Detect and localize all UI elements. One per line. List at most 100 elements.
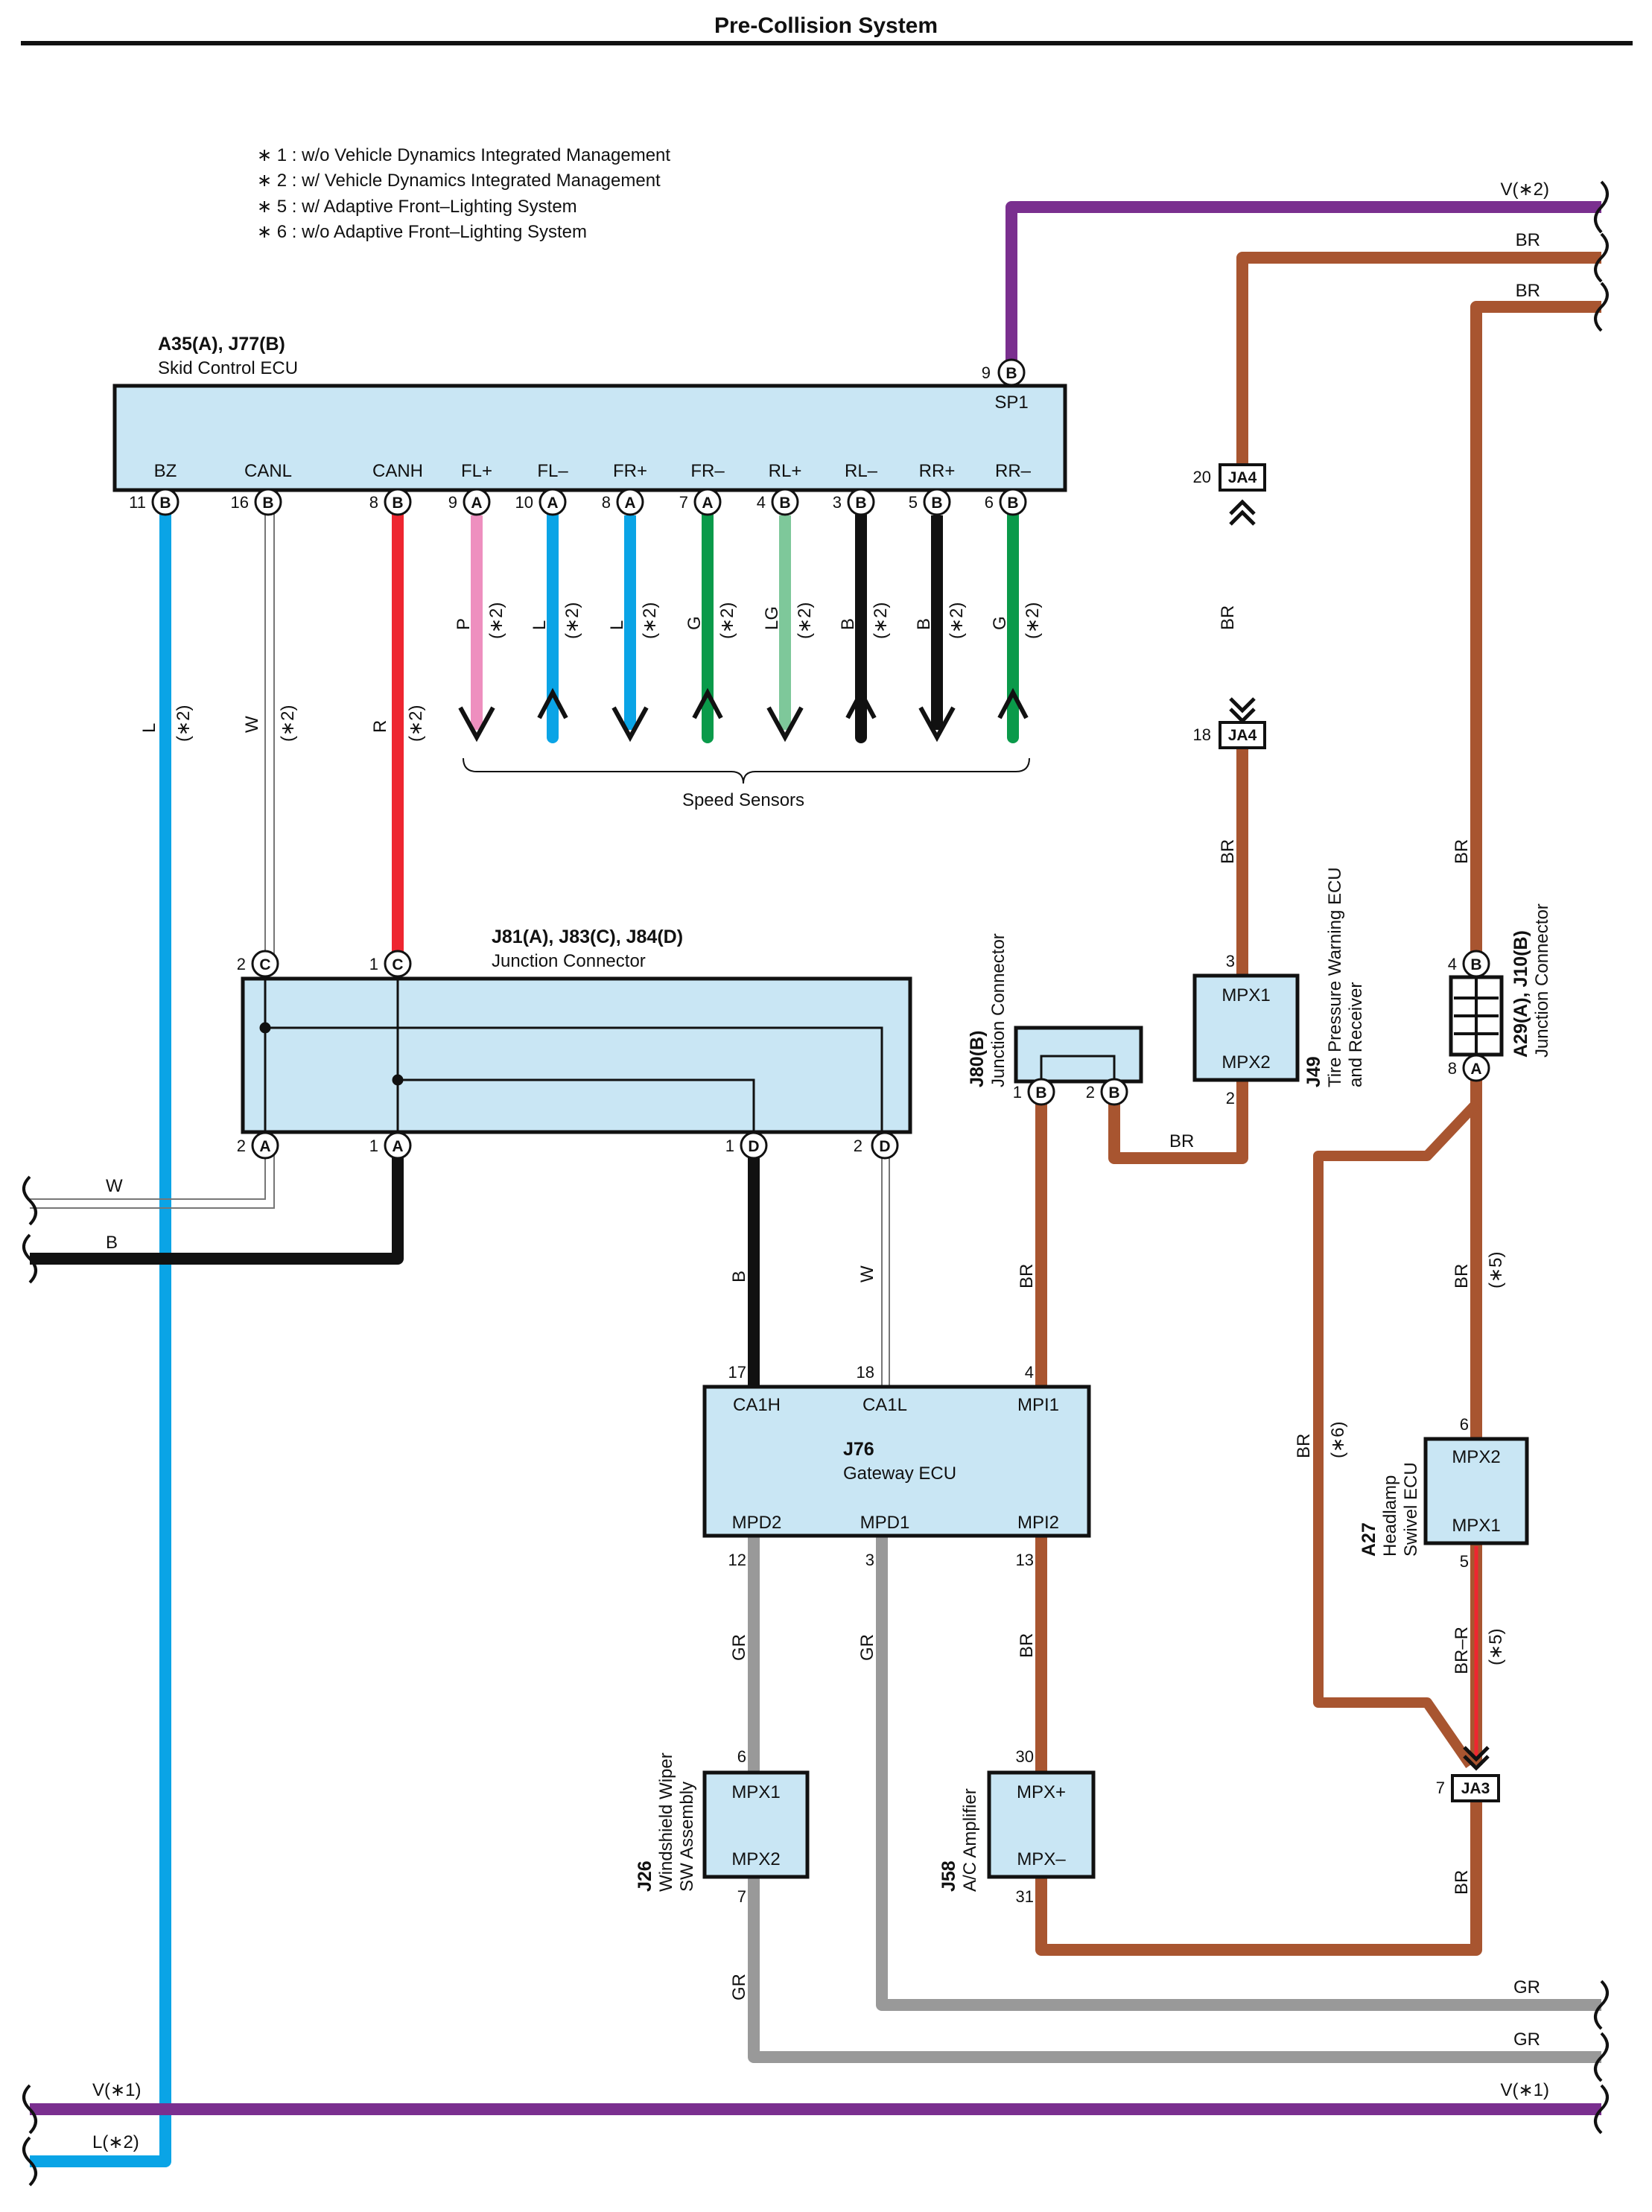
right-breaks <box>1594 180 1609 2135</box>
ja4-upper: 20 JA4 <box>1193 463 1266 526</box>
lbl-gr-mpd2: GR <box>729 1634 749 1661</box>
gw-mpi2: MPI2 <box>1017 1513 1059 1533</box>
jc1-conn-d2 <box>871 1131 899 1160</box>
jc1-pins: 2 C 1 C 2 A 1 A 1 D 2 D <box>237 950 899 1160</box>
skid-term-rr: RR+ <box>919 461 956 481</box>
gw-pin-17: 17 <box>728 1363 746 1382</box>
speed-wire-note-8: (∗2) <box>871 603 891 639</box>
speed-arrow-4 <box>537 687 568 719</box>
j26-mpx1: MPX1 <box>731 1782 780 1802</box>
gw-mpd1: MPD1 <box>860 1513 910 1533</box>
notes-legend: ∗ 1 : w/o Vehicle Dynamics Integrated Ma… <box>257 145 670 242</box>
speed-arrow-6 <box>692 687 723 719</box>
gateway-ecu-j76 <box>702 1385 1091 1538</box>
label-w-left: W <box>106 1176 123 1196</box>
skid-conn-9 <box>923 488 951 516</box>
skid-pin-4: 10 <box>515 493 533 512</box>
j49-id: J49 <box>1303 1056 1324 1087</box>
gw-mpi1: MPI1 <box>1017 1395 1059 1415</box>
a29-conn-top-letter: B <box>1470 956 1481 973</box>
jc1-conn-a2 <box>251 1131 279 1160</box>
a27-name2: Swivel ECU <box>1401 1462 1421 1557</box>
note-6: ∗ 6 : w/o Adaptive Front–Lighting System <box>257 222 587 242</box>
skid-term-rl: RL– <box>845 461 878 481</box>
skid-pin-10: 6 <box>985 493 994 512</box>
jc1-conn-c1 <box>384 950 412 978</box>
a29-conn-bot-letter: A <box>1470 1061 1481 1078</box>
skid-conn-7 <box>771 488 799 516</box>
skid-pin-5: 8 <box>602 493 611 512</box>
j80-conn-1-letter: B <box>1035 1084 1046 1102</box>
speed-wire-note-3: (∗2) <box>486 603 506 639</box>
skid-conn-8 <box>847 488 875 516</box>
ja3-label: JA3 <box>1461 1780 1490 1797</box>
lbl-bz-l: L <box>139 723 159 733</box>
jc1-conn-a1 <box>384 1131 412 1160</box>
jc1-conn-d2-letter: D <box>879 1138 890 1155</box>
j80-id: J80(B) <box>967 1031 988 1087</box>
speed-wire-note-7: (∗2) <box>795 603 815 639</box>
j58-mpxp: MPX+ <box>1017 1782 1066 1802</box>
lbl-canl-note: (∗2) <box>278 705 298 742</box>
skid-conn-letter-4: A <box>547 495 558 512</box>
skid-conn-letter-8: B <box>855 495 866 512</box>
j49-name2: and Receiver <box>1346 982 1366 1087</box>
speed-wire-label-10: G <box>990 616 1010 630</box>
jc1-conn-a2-letter: A <box>259 1138 270 1155</box>
skid-conn-letter-5: A <box>624 495 635 512</box>
skid-sp1-conn: B <box>1006 365 1017 382</box>
wire-gr-j26-right <box>748 1877 1601 2063</box>
skid-sp1-connector <box>997 358 1026 387</box>
j26-name1: Windshield Wiper <box>656 1752 676 1892</box>
speed-arrow-5 <box>611 706 649 743</box>
wire-w-canl <box>264 503 275 965</box>
a29-pin-4: 4 <box>1448 955 1457 973</box>
wire-br-j49-j80 <box>1108 1080 1248 1164</box>
skid-pin-8: 3 <box>833 493 842 512</box>
j80-conn-2 <box>1100 1078 1128 1106</box>
skid-conn-1 <box>254 488 282 516</box>
label-br1-right: BR <box>1516 230 1540 250</box>
skid-pin-3: 9 <box>448 493 457 512</box>
ja3-pin-7: 7 <box>1436 1779 1445 1797</box>
jc1-conn-d1 <box>740 1131 768 1160</box>
wire-b-left <box>30 1142 404 1265</box>
a27-name1: Headlamp <box>1380 1475 1400 1557</box>
jc1-internal-lines <box>259 979 883 1132</box>
j80-conn-1 <box>1027 1078 1055 1106</box>
a27-id: A27 <box>1359 1522 1379 1557</box>
jc1-pin-d2: 2 <box>854 1137 862 1155</box>
j58-name: A/C Amplifier <box>960 1788 980 1892</box>
j80-pin-2: 2 <box>1086 1083 1095 1102</box>
skid-pin-0: 11 <box>129 493 146 512</box>
lbl-brr: BR–R <box>1452 1627 1472 1674</box>
skid-term-fl: FL– <box>537 461 568 481</box>
lbl-w-gw: W <box>857 1265 877 1283</box>
ja3-arrow <box>1463 1746 1490 1771</box>
jc1-pin-a2: 2 <box>237 1137 246 1155</box>
jc1-conn-c2-letter: C <box>259 956 270 973</box>
note-2: ∗ 2 : w/ Vehicle Dynamics Integrated Man… <box>257 171 661 191</box>
skid-term-fr: FR+ <box>613 461 647 481</box>
ja3-tag <box>1451 1774 1500 1802</box>
gw-name: Gateway ECU <box>843 1463 956 1484</box>
lbl-br-a29: BR <box>1452 839 1472 864</box>
lbl-br-j80: BR <box>1169 1131 1194 1151</box>
j80-pin-1: 1 <box>1013 1083 1022 1102</box>
ja4-pin-20: 20 <box>1193 468 1211 486</box>
ja4-tag-bot <box>1219 721 1266 749</box>
a29-conn-bot <box>1462 1054 1490 1082</box>
wire-w-left <box>30 1142 275 1209</box>
speed-sensors-brace <box>463 757 1030 784</box>
j49-name1: Tire Pressure Warning ECU <box>1325 867 1345 1087</box>
note-5: ∗ 5 : w/ Adaptive Front–Lighting System <box>257 197 577 217</box>
wires <box>30 201 1601 2167</box>
wire-l-bz <box>30 503 171 2167</box>
wire-br-top2 <box>1470 301 1601 961</box>
lbl-canh-r: R <box>370 720 390 733</box>
a27-pin-5: 5 <box>1460 1552 1469 1571</box>
ja4-pin-18: 18 <box>1193 725 1211 744</box>
lbl-n5-a27: (∗5) <box>1486 1252 1506 1288</box>
speed-arrow-8 <box>845 687 877 719</box>
j58-mpxm: MPX– <box>1017 1849 1066 1869</box>
